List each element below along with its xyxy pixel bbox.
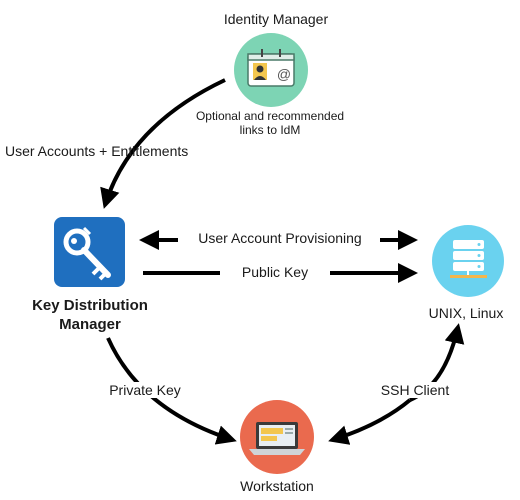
unix-label: UNIX, Linux xyxy=(428,305,504,321)
key-icon xyxy=(63,226,111,281)
identity-manager-node: @ xyxy=(234,33,308,107)
public-key-label: Public Key xyxy=(220,264,330,280)
private-key-label: Private Key xyxy=(95,382,195,398)
svg-text:@: @ xyxy=(277,66,291,82)
provisioning-label: User Account Provisioning xyxy=(198,230,362,246)
arrow-ssh-to-workstation xyxy=(328,398,412,445)
kdm-label-line2: Manager xyxy=(59,316,121,333)
laptop-icon xyxy=(249,422,305,455)
unix-node xyxy=(432,225,504,297)
kdm-label-line1: Key Distribution xyxy=(32,297,148,314)
server-icon xyxy=(450,240,487,278)
user-accounts-label: User Accounts + Entitlements xyxy=(5,143,189,159)
workstation-label: Workstation xyxy=(240,478,314,494)
optional-links-line2: links to IdM xyxy=(239,123,301,137)
arrow-private-key xyxy=(106,337,237,445)
optional-links-line1: Optional and recommended xyxy=(195,109,345,123)
identity-manager-label: Identity Manager xyxy=(223,11,329,27)
ssh-client-label: SSH Client xyxy=(370,382,460,398)
id-card-icon: @ xyxy=(247,49,295,87)
workstation-node xyxy=(240,400,314,474)
unix-circle xyxy=(432,225,504,297)
kdm-node xyxy=(54,217,125,287)
arrow-idm-to-kdm xyxy=(100,78,226,209)
